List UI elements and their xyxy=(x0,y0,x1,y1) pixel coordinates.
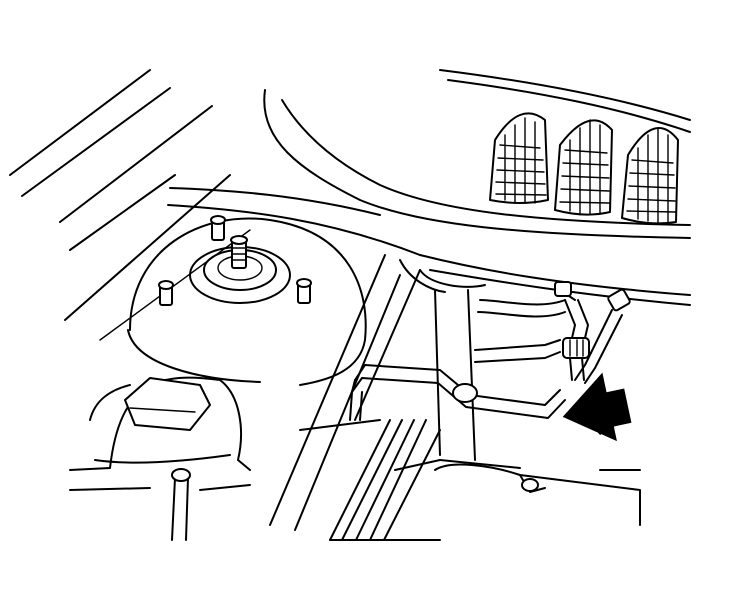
engine-block xyxy=(394,459,641,526)
ignition-coil-pack xyxy=(489,112,679,225)
upper-hose xyxy=(474,299,566,363)
reservoir-hose xyxy=(171,468,191,541)
coil-unit-1 xyxy=(489,112,549,204)
coil-unit-2 xyxy=(554,119,613,216)
mount-stud-3 xyxy=(296,278,312,304)
reservoir-cap xyxy=(124,377,211,431)
strut-center-stud xyxy=(230,235,248,269)
mount-stud-1 xyxy=(210,215,226,241)
cross-brace xyxy=(269,254,421,531)
mount-stud-2 xyxy=(158,280,174,306)
locator-arrow xyxy=(562,372,632,442)
reservoir xyxy=(69,376,251,491)
mount-stud xyxy=(158,215,312,306)
fender-edge-lines xyxy=(9,69,251,341)
hose-fitting xyxy=(554,281,631,384)
vertical-post xyxy=(399,259,486,461)
coil-unit-3 xyxy=(621,127,679,225)
cowl-panel xyxy=(167,69,691,306)
hard-line xyxy=(349,364,566,421)
cable-bundle xyxy=(299,419,441,541)
sensor-connector xyxy=(562,299,590,381)
